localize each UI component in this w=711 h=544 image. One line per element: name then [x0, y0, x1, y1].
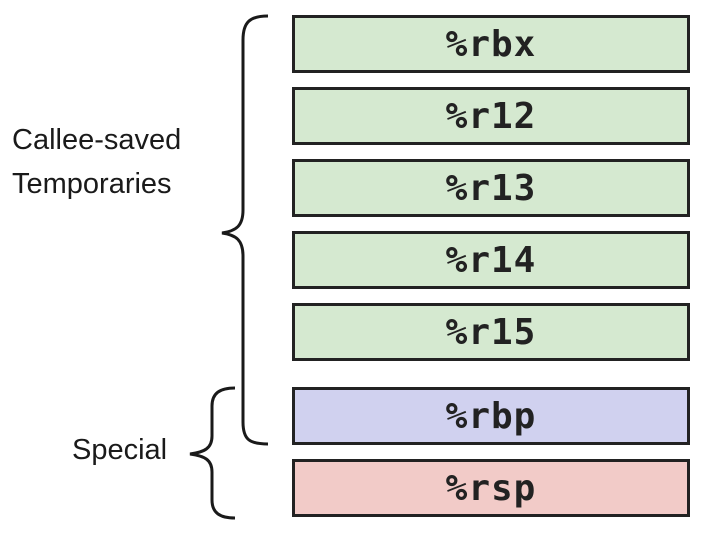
register-rbp: %rbp [292, 387, 690, 445]
callee-saved-label: Callee-saved Temporaries [12, 118, 212, 206]
callee-saved-label-line2: Temporaries [12, 168, 172, 200]
special-brace [189, 386, 236, 520]
special-label: Special [72, 434, 168, 466]
callee-saved-brace [221, 14, 269, 446]
register-rsp: %rsp [292, 459, 690, 517]
register-r12: %r12 [292, 87, 690, 145]
register-rbx: %rbx [292, 15, 690, 73]
register-r14: %r14 [292, 231, 690, 289]
callee-saved-label-line1: Callee-saved [12, 124, 182, 156]
register-r13: %r13 [292, 159, 690, 217]
register-r15: %r15 [292, 303, 690, 361]
